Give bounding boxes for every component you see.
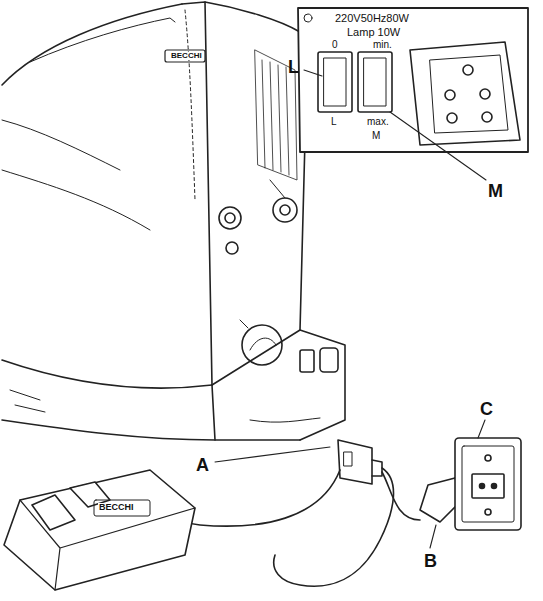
- part-letter: L: [288, 58, 299, 76]
- part-letter: C: [480, 400, 493, 418]
- switch-mark: L: [330, 117, 338, 127]
- brand-badge: BECCHI: [170, 52, 203, 60]
- switch-mark: max.: [366, 117, 390, 127]
- switch-mark: 0: [331, 40, 339, 50]
- brand-badge: BECCHI: [98, 503, 135, 512]
- part-letter: B: [424, 552, 437, 570]
- rating-text: 220V50Hz80W: [334, 13, 410, 24]
- lamp-rating: Lamp 10W: [346, 27, 401, 38]
- switch-mark: min.: [372, 40, 393, 50]
- part-letter: A: [196, 456, 209, 474]
- part-letter: M: [488, 182, 503, 200]
- switch-mark: M: [371, 131, 381, 141]
